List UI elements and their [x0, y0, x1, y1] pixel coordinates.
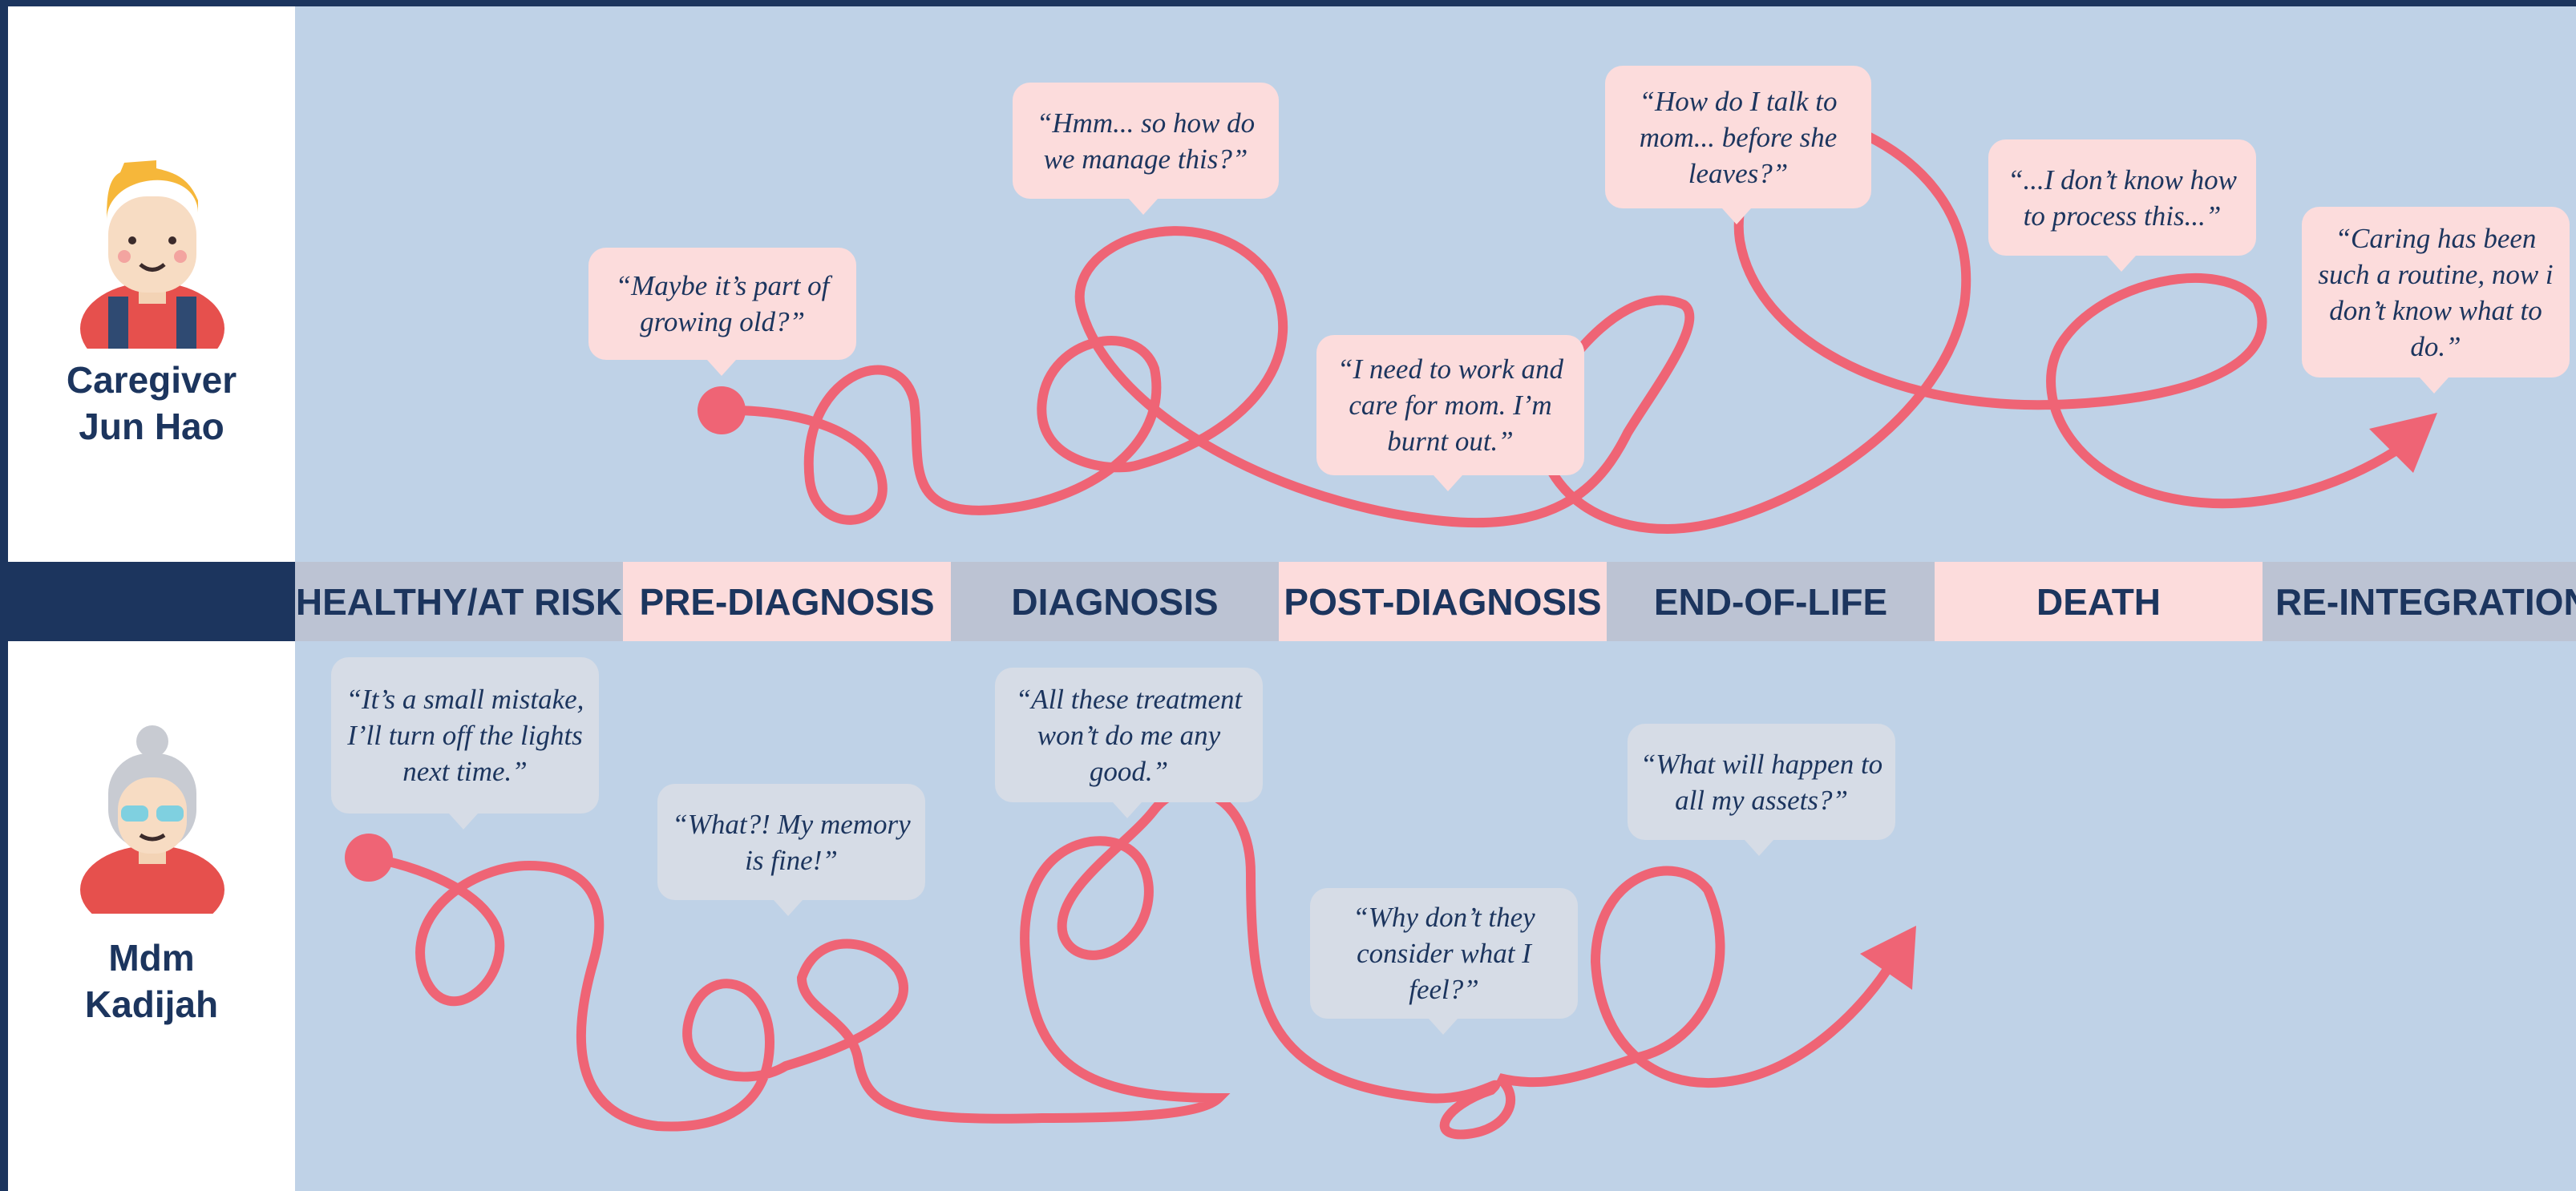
caregiver-quote-re-integration: “Caring has been such a routine, now i d…: [2302, 207, 2570, 377]
stage-diagnosis: DIAGNOSIS: [951, 562, 1279, 641]
stage-healthy-at-risk: HEALTHY/AT RISK: [295, 562, 623, 641]
caregiver-arrow-head: [2369, 413, 2437, 473]
caregiver-quote-healthy: “Maybe it’s part of growing old?”: [588, 248, 856, 360]
patient-quote-end-of-life: “What will happen to all my assets?”: [1628, 724, 1895, 840]
caregiver-quote-post-diagnosis: “I need to work and care for mom. I’m bu…: [1316, 335, 1584, 475]
patient-quote-healthy-tail: [449, 814, 478, 830]
caregiver-journey-path: [717, 127, 2426, 535]
patient-journey-path: [364, 785, 1897, 1140]
patient-quote-diagnosis-tail: [1113, 802, 1142, 818]
stage-post-diagnosis: POST-DIAGNOSIS: [1279, 562, 1607, 641]
patient-quote-healthy: “It’s a small mistake, I’ll turn off the…: [331, 657, 599, 814]
patient-quote-post-diagnosis-tail: [1429, 1019, 1458, 1035]
patient-arrow-head: [1860, 926, 1916, 990]
patient-quote-post-diagnosis: “Why don’t they consider what I feel?”: [1310, 888, 1578, 1019]
caregiver-quote-death-tail: [2107, 256, 2136, 272]
stage-re-integration: RE-INTEGRATION: [2263, 562, 2576, 641]
caregiver-quote-pre-diagnosis: “Hmm... so how do we manage this?”: [1013, 83, 1279, 199]
stage-end-of-life: END-OF-LIFE: [1607, 562, 1935, 641]
patient-avatar: [80, 725, 224, 914]
patient-name-line1: Mdm: [108, 937, 195, 979]
caregiver-quote-pre-diagnosis-tail: [1129, 199, 1158, 215]
caregiver-quote-post-diagnosis-tail: [1434, 475, 1462, 491]
caregiver-name-line2: Jun Hao: [79, 406, 224, 447]
stage-death: DEATH: [1935, 562, 2263, 641]
patient-quote-pre-diagnosis-tail: [774, 900, 803, 916]
patient-name-line2: Kadijah: [84, 983, 219, 1025]
caregiver-quote-re-integration-tail: [2420, 377, 2449, 394]
caregiver-name-line1: Caregiver: [66, 359, 237, 401]
caregiver-quote-end-of-life: “How do I talk to mom... before she leav…: [1605, 66, 1871, 208]
caregiver-quote-death: “...I don’t know how to process this...”: [1988, 139, 2256, 256]
caregiver-avatar: [80, 160, 224, 349]
caregiver-quote-end-of-life-tail: [1722, 208, 1751, 224]
patient-quote-end-of-life-tail: [1745, 840, 1773, 856]
patient-quote-pre-diagnosis: “What?! My memory is fine!”: [657, 784, 925, 900]
caregiver-quote-healthy-tail: [707, 360, 736, 376]
stage-pre-diagnosis: PRE-DIAGNOSIS: [623, 562, 951, 641]
patient-quote-diagnosis: “All these treatment won’t do me any goo…: [995, 668, 1263, 802]
